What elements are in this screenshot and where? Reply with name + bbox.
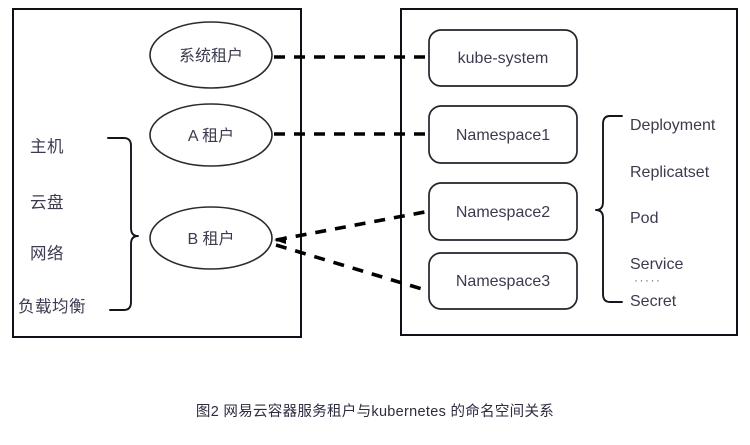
link-tenant-b-to-namespace3 bbox=[275, 243, 433, 294]
k8s-resource-deployment: Deployment bbox=[630, 117, 716, 134]
namespace-box-kube-system[interactable] bbox=[428, 29, 578, 87]
resource-label-network: 网络 bbox=[30, 244, 64, 263]
link-tenant-b-to-namespace2 bbox=[275, 209, 431, 242]
left-curly-brace bbox=[107, 137, 139, 311]
tenant-label-a: A 租户 bbox=[188, 127, 234, 145]
resource-label-host: 主机 bbox=[30, 137, 64, 156]
k8s-resource-service: Service bbox=[630, 256, 683, 273]
k8s-resource-ellipsis: ····· bbox=[634, 273, 661, 287]
k8s-resource-pod: Pod bbox=[630, 210, 658, 227]
tenant-ellipse-a[interactable] bbox=[149, 103, 273, 167]
resource-label-loadbalancer: 负载均衡 bbox=[18, 297, 86, 316]
k8s-resource-replicatset: Replicatset bbox=[630, 164, 710, 181]
namespace-label-kube-system: kube-system bbox=[458, 50, 549, 67]
namespace-box-namespace2[interactable] bbox=[428, 182, 578, 241]
right-curly-brace bbox=[595, 115, 623, 303]
tenant-panel-border bbox=[12, 8, 302, 338]
tenant-label-b: B 租户 bbox=[187, 230, 234, 248]
namespace-label-namespace2: Namespace2 bbox=[456, 204, 550, 221]
kubernetes-panel-border bbox=[400, 8, 738, 336]
k8s-resource-secret: Secret bbox=[630, 293, 677, 310]
namespace-label-namespace1: Namespace1 bbox=[456, 127, 550, 144]
namespace-box-namespace3[interactable] bbox=[428, 252, 578, 310]
figure-caption: 图2 网易云容器服务租户与kubernetes 的命名空间关系 bbox=[195, 404, 555, 420]
tenant-ellipse-system[interactable] bbox=[149, 21, 273, 89]
namespace-label-namespace3: Namespace3 bbox=[456, 273, 550, 290]
tenant-ellipse-b[interactable] bbox=[149, 206, 273, 270]
tenant-label-system: 系统租户 bbox=[179, 47, 243, 65]
namespace-box-namespace1[interactable] bbox=[428, 105, 578, 164]
resource-label-clouddisk: 云盘 bbox=[30, 193, 64, 212]
arrowhead-tenant-b bbox=[274, 236, 286, 244]
